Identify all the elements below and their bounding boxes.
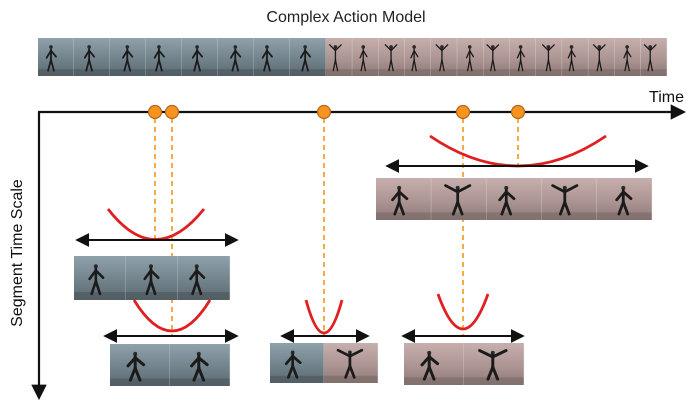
segment-frame: [74, 256, 127, 300]
segment-frame: [324, 343, 379, 383]
filmstrip-frame: [326, 38, 353, 76]
segment-frame: [541, 178, 598, 220]
filmstrip-frame: [254, 38, 291, 76]
curve-right: [436, 293, 490, 331]
range-arrows: [75, 159, 649, 343]
filmstrip-frame: [378, 38, 406, 76]
filmstrip-frame: [110, 38, 147, 76]
segment-frame: [596, 178, 653, 220]
filmstrip-frame: [509, 38, 537, 76]
filmstrip-frame: [218, 38, 255, 76]
segment-frame: [376, 178, 432, 220]
filmstrip-frame: [290, 38, 327, 76]
segment-frame: [170, 344, 231, 386]
time-marker-2: [164, 104, 180, 120]
filmstrip-frame: [562, 38, 589, 76]
time-axis-label: Time: [649, 89, 684, 106]
segment-strip-long-right: [376, 178, 653, 220]
filmstrip-frame: [38, 38, 75, 76]
filmstrip-frame: [588, 38, 615, 76]
time-marker-5: [510, 104, 526, 120]
curve-left-a: [106, 208, 206, 241]
filmstrip-frame: [483, 38, 511, 76]
filmstrip-frame: [146, 38, 183, 76]
time-marker-3: [316, 104, 332, 120]
time-marker-4: [455, 104, 471, 120]
filmstrip-frame: [640, 38, 668, 76]
segment-strip-short-left-b: [110, 344, 231, 386]
top-filmstrip: [38, 38, 668, 76]
segment-strip-short-right: [404, 343, 525, 385]
filmstrip-frame: [352, 38, 379, 76]
filmstrip-frame: [74, 38, 111, 76]
segment-frame: [404, 343, 465, 385]
segment-frame: [110, 344, 171, 386]
segment-frame: [126, 256, 179, 300]
filmstrip-frame: [430, 38, 458, 76]
filmstrip-frame: [614, 38, 642, 76]
segment-strip-short-middle: [270, 343, 379, 383]
segment-strips: [74, 178, 653, 386]
segment-strip-short-left-a: [74, 256, 231, 300]
segment-frame: [178, 256, 231, 300]
filmstrip-frame: [457, 38, 484, 76]
segment-scale-axis-label: Segment Time Scale: [9, 179, 26, 327]
time-marker-1: [147, 104, 163, 120]
filmstrip-frame: [404, 38, 432, 76]
filmstrip-frame: [535, 38, 563, 76]
time-markers: [147, 104, 526, 120]
filmstrip-frame: [182, 38, 219, 76]
segment-frame: [431, 178, 487, 220]
segment-frame: [270, 343, 325, 383]
diagram-title: Complex Action Model: [266, 9, 425, 26]
segment-frame: [486, 178, 542, 220]
segment-frame: [464, 343, 525, 385]
